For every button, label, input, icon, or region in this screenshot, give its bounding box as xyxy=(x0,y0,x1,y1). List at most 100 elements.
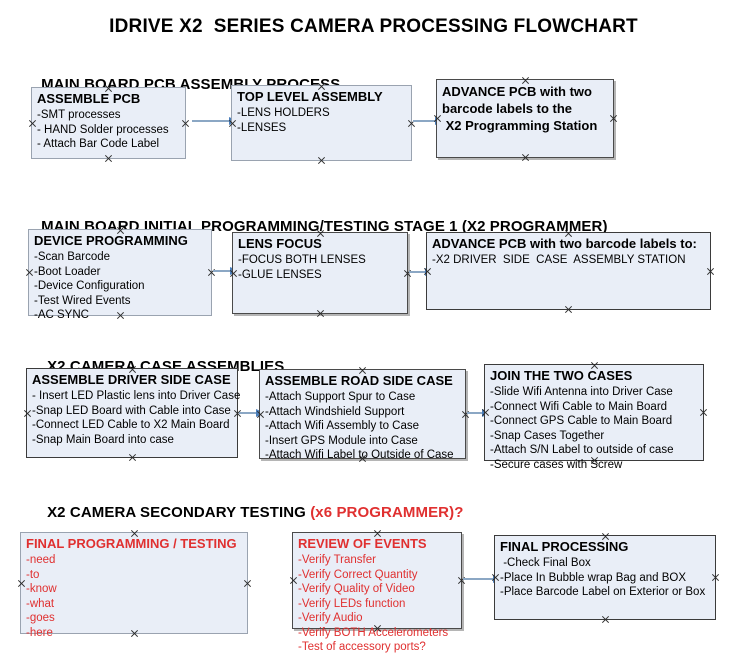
node-top-level-assembly[interactable]: TOP LEVEL ASSEMBLY -LENS HOLDERS -LENSES xyxy=(231,85,412,161)
node-title: FINAL PROCESSING xyxy=(500,539,629,554)
node-line: - Attach Bar Code Label xyxy=(37,138,160,150)
connector-handle-right[interactable] xyxy=(706,267,715,276)
node-line: - Insert LED Plastic lens into Driver Ca… xyxy=(32,390,241,402)
node-title-line: X2 Programming Station xyxy=(442,118,598,133)
node-line: -Verify BOTH Accelerometers xyxy=(298,626,449,639)
node-assemble-road-side-case[interactable]: ASSEMBLE ROAD SIDE CASE -Attach Support … xyxy=(259,369,466,461)
connector-handle-right[interactable] xyxy=(461,410,470,419)
node-title: ADVANCE PCB with two barcode labels to: xyxy=(432,236,697,251)
node-line: -Connect LED Cable to X2 Main Board xyxy=(32,419,230,431)
node-line: -Connect GPS Cable to Main Board xyxy=(490,415,673,427)
connector-handle-left[interactable] xyxy=(23,409,32,418)
arrow-road-case-to-join-cases xyxy=(467,408,491,417)
node-line: -Attach S/N Label to outside of case xyxy=(490,444,674,456)
node-title: ASSEMBLE PCB xyxy=(37,91,141,106)
node-line: -Attach Windshield Support xyxy=(265,405,405,418)
node-line: -Place In Bubble wrap Bag and BOX xyxy=(500,571,687,584)
connector-handle-bottom[interactable] xyxy=(128,453,137,462)
node-line: -goes xyxy=(26,612,55,624)
node-line: -AC SYNC xyxy=(34,309,89,321)
arrow-driver-case-to-road-case xyxy=(239,408,265,417)
node-line: -Snap Main Board into case xyxy=(32,433,174,446)
connector-handle-right[interactable] xyxy=(711,573,720,582)
node-line: -LENSES xyxy=(237,121,287,134)
node-final-processing[interactable]: FINAL PROCESSING -Check Final Box -Place… xyxy=(494,535,716,620)
page-title: IDRIVE X2 SERIES CAMERA PROCESSING FLOWC… xyxy=(109,16,638,37)
node-line: -Verify Transfer xyxy=(298,554,376,566)
connector-handle-left[interactable] xyxy=(17,579,26,588)
node-assemble-driver-side-case[interactable]: ASSEMBLE DRIVER SIDE CASE - Insert LED P… xyxy=(23,368,241,458)
connector-handle-bottom[interactable] xyxy=(104,154,113,163)
node-line: -Place Barcode Label on Exterior or Box xyxy=(500,586,706,598)
node-line: -Scan Barcode xyxy=(34,251,111,263)
node-line: -Snap LED Board with Cable into Case xyxy=(32,404,231,417)
node-join-the-two-cases[interactable]: JOIN THE TWO CASES -Slide Wifi Antenna i… xyxy=(484,364,704,471)
node-advance-pcb-programming-station[interactable]: ADVANCE PCB with two barcode labels to t… xyxy=(436,79,614,158)
node-review-of-events[interactable]: REVIEW OF EVENTS -Verify Transfer -Verif… xyxy=(289,532,462,653)
node-advance-pcb-driver-side[interactable]: ADVANCE PCB with two barcode labels to: … xyxy=(426,232,711,310)
node-title: ASSEMBLE ROAD SIDE CASE xyxy=(265,373,453,388)
node-line: -Connect Wifi Cable to Main Board xyxy=(490,400,668,413)
node-line: -X2 DRIVER SIDE CASE ASSEMBLY STATION xyxy=(432,254,686,266)
connector-handle-right[interactable] xyxy=(181,119,190,128)
section-heading-4-accent: (x6 PROGRAMMER)? xyxy=(310,504,464,521)
node-line: - HAND Solder processes xyxy=(37,123,169,136)
node-title: FINAL PROGRAMMING / TESTING xyxy=(26,536,237,551)
node-line: -GLUE LENSES xyxy=(238,268,322,281)
connector-handle-right[interactable] xyxy=(699,408,708,417)
arrow-top-level-to-advance-pcb xyxy=(413,116,444,125)
node-line: -Snap Cases Together xyxy=(490,429,605,442)
node-line: -need xyxy=(26,554,56,566)
node-title: JOIN THE TWO CASES xyxy=(490,368,633,383)
connector-handle-bottom[interactable] xyxy=(521,153,530,162)
node-line: -Attach Wifi Label to Outside of Case xyxy=(265,449,454,461)
node-line: -Verify Correct Quantity xyxy=(298,568,418,581)
node-line: -FOCUS BOTH LENSES xyxy=(238,254,366,266)
node-line: -Boot Loader xyxy=(34,265,101,278)
connector-handle-bottom[interactable] xyxy=(564,305,573,314)
connector-handle-left[interactable] xyxy=(289,576,298,585)
node-line: -know xyxy=(26,583,57,595)
arrow-lens-focus-to-advance-pcb xyxy=(409,267,434,276)
node-line: -LENS HOLDERS xyxy=(237,107,330,119)
node-line: -Test Wired Events xyxy=(34,294,131,307)
arrow-device-programming-to-lens-focus xyxy=(213,266,239,275)
node-lens-focus[interactable]: LENS FOCUS -FOCUS BOTH LENSES -GLUE LENS… xyxy=(232,232,408,314)
section-heading-4: X2 CAMERA SECONDARY TESTING (x6 PROGRAMM… xyxy=(30,487,463,538)
connector-handle-left[interactable] xyxy=(25,268,34,277)
node-title: TOP LEVEL ASSEMBLY xyxy=(237,89,383,104)
arrow-review-of-events-to-final-processing xyxy=(463,574,502,583)
connector-handle-right[interactable] xyxy=(243,579,252,588)
connector-handle-right[interactable] xyxy=(403,269,412,278)
node-device-programming[interactable]: DEVICE PROGRAMMING -Scan Barcode -Boot L… xyxy=(25,229,212,321)
node-line: -Check Final Box xyxy=(500,557,591,569)
node-line: -what xyxy=(26,597,55,610)
node-line: -Verify Quality of Video xyxy=(298,583,415,595)
connector-handle-bottom[interactable] xyxy=(317,156,326,165)
node-title-line: barcode labels to the xyxy=(442,101,573,116)
node-title: LENS FOCUS xyxy=(238,236,322,251)
connector-handle-right[interactable] xyxy=(609,114,618,123)
node-final-programming-testing[interactable]: FINAL PROGRAMMING / TESTING -need -to -k… xyxy=(17,532,248,639)
arrow-assemble-pcb-to-top-level xyxy=(192,116,238,125)
node-line: -Slide Wifi Antenna into Driver Case xyxy=(490,386,673,398)
node-line: -Secure cases with Screw xyxy=(490,458,623,471)
node-title: DEVICE PROGRAMMING xyxy=(34,233,188,248)
node-line: -Verify Audio xyxy=(298,612,363,624)
node-line: -Verify LEDs function xyxy=(298,597,406,610)
connector-handle-bottom[interactable] xyxy=(601,615,610,624)
section-heading-4-text: X2 CAMERA SECONDARY TESTING xyxy=(47,504,311,521)
connector-handle-bottom[interactable] xyxy=(316,309,325,318)
node-line-overflow: -Test of accessory ports? xyxy=(298,641,426,653)
node-line: -Attach Wifi Assembly to Case xyxy=(265,420,420,432)
node-line: -here xyxy=(26,626,53,639)
node-title: ASSEMBLE DRIVER SIDE CASE xyxy=(32,372,231,387)
node-line: -to xyxy=(26,568,40,581)
node-line: -Insert GPS Module into Case xyxy=(265,434,418,447)
node-title-line: ADVANCE PCB with two xyxy=(442,84,592,99)
node-assemble-pcb[interactable]: ASSEMBLE PCB -SMT processes - HAND Solde… xyxy=(31,87,186,159)
node-line: -Device Configuration xyxy=(34,280,145,292)
node-line: -Attach Support Spur to Case xyxy=(265,391,416,403)
connector-handle-left[interactable] xyxy=(28,119,37,128)
